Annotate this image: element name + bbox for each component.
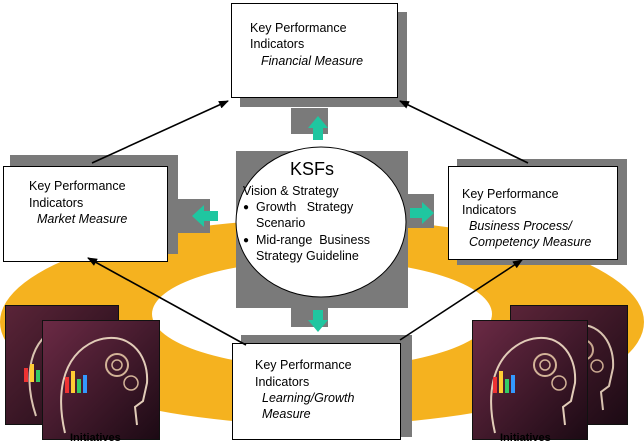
ksf-title: KSFs: [290, 159, 335, 179]
kpi-learning-measure-line-1: Learning/Growth: [262, 391, 355, 405]
kpi-box-financial: Key Performance Indicators Financial Mea…: [231, 3, 398, 98]
teal-arrow-down: [308, 310, 328, 332]
kpi-box-learning-growth: Key Performance Indicators Learning/Grow…: [232, 343, 401, 440]
arrow-learning-to-business: [399, 259, 523, 341]
arrow-business-to-financial: [399, 100, 529, 164]
kpi-business-measure-line-2: Competency Measure: [469, 235, 592, 249]
kpi-market-title-line-1: Key Performance: [29, 179, 126, 193]
initiatives-caption-left: Initiatives: [70, 432, 121, 444]
kpi-business-measure-line-1: Business Process/: [469, 219, 572, 233]
ksf-bullet-1: ●: [243, 202, 250, 213]
initiatives-image-left-front: [42, 320, 160, 440]
ksf-item-2-line-1: Mid-range Business: [256, 233, 370, 247]
teal-arrow-left: [192, 205, 218, 227]
kpi-business-title-line-1: Key Performance: [462, 187, 559, 201]
kpi-financial-measure: Financial Measure: [261, 54, 364, 68]
kpi-learning-title-line-2: Indicators: [255, 375, 310, 389]
kpi-learning-title-line-1: Key Performance: [255, 358, 352, 372]
kpi-market-title-line-2: Indicators: [29, 196, 84, 210]
initiatives-image-right-front: [472, 320, 588, 440]
kpi-box-market: Key Performance Indicators Market Measur…: [3, 166, 168, 262]
kpi-business-title-line-2: Indicators: [462, 203, 517, 217]
head-gears-illustration: [473, 321, 587, 439]
ksf-vision-line: Vision & Strategy: [243, 184, 339, 198]
kpi-financial-title-line-1: Key Performance: [250, 21, 347, 35]
ksf-item-1-line-1: Growth Strategy: [256, 200, 354, 214]
teal-arrow-right: [410, 202, 434, 224]
arrow-market-to-financial: [91, 100, 229, 164]
kpi-financial-title-line-2: Indicators: [250, 37, 305, 51]
arrow-learning-to-market: [87, 257, 247, 346]
ksf-item-2-line-2: Strategy Guideline: [256, 249, 359, 263]
kpi-learning-measure-line-2: Measure: [262, 407, 311, 421]
ksf-panel: KSFs Vision & Strategy ● Growth Strategy…: [236, 157, 408, 297]
kpi-box-business-process: Key Performance Indicators Business Proc…: [448, 166, 618, 260]
initiatives-caption-right: Initiatives: [500, 432, 551, 444]
ksf-item-1-line-2: Scenario: [256, 216, 306, 230]
ksf-circle: [235, 146, 407, 298]
teal-arrow-up: [308, 116, 328, 140]
head-gears-illustration: [43, 321, 159, 439]
ksf-bullet-2: ●: [243, 235, 250, 246]
kpi-market-measure: Market Measure: [37, 212, 128, 226]
